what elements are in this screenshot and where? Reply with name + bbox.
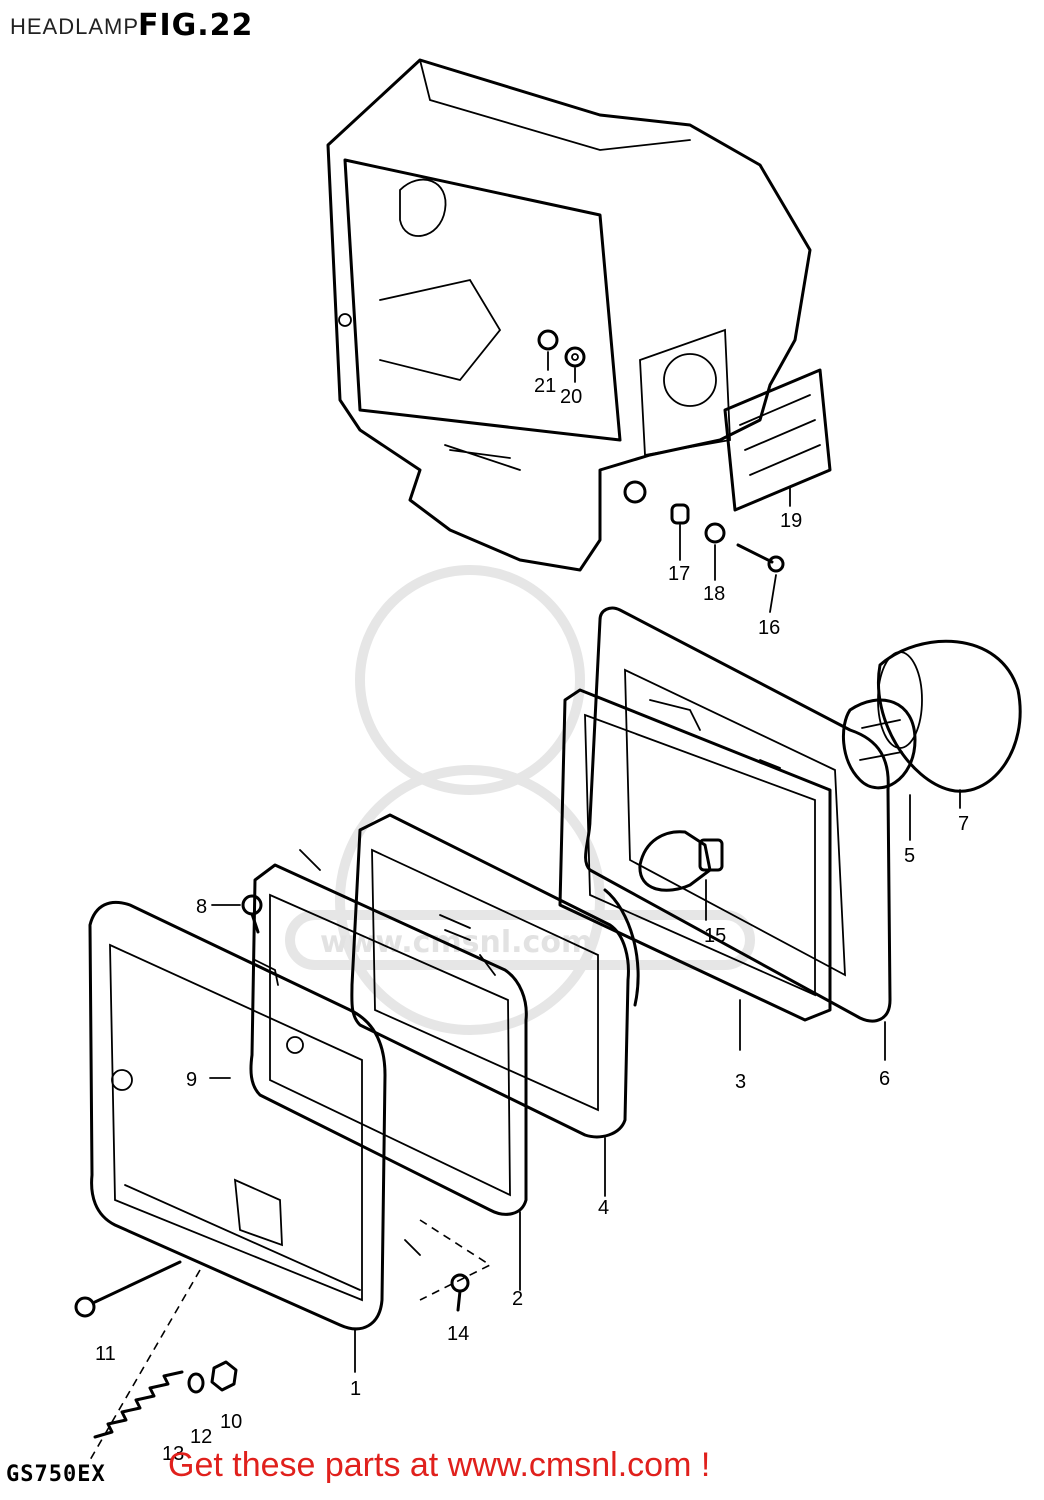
callout-11: 11 <box>95 1343 116 1365</box>
screw-14 <box>450 1273 470 1312</box>
callout-19: 19 <box>780 510 802 532</box>
headlamp-rim-1 <box>88 900 421 1331</box>
callout-8: 8 <box>196 896 207 918</box>
callout-15: 15 <box>704 925 726 947</box>
model-code: GS750EX <box>6 1462 106 1487</box>
callout-3: 3 <box>735 1071 746 1093</box>
nut-10 <box>210 1360 238 1392</box>
washer-18 <box>704 522 726 544</box>
callout-14: 14 <box>447 1323 469 1345</box>
callout-9: 9 <box>186 1069 197 1091</box>
socket-5 <box>841 698 917 790</box>
washer-20 <box>564 346 586 368</box>
callout-labels: 1 2 3 4 5 6 7 8 9 10 11 12 13 14 15 16 1… <box>95 375 969 1465</box>
spring-13 <box>93 1370 184 1439</box>
callout-18: 18 <box>703 583 725 605</box>
callout-2: 2 <box>512 1288 523 1310</box>
assembly-lines <box>89 1219 492 1461</box>
grommet-17 <box>623 480 690 525</box>
watermark-text: www.cmsnl.com <box>320 925 592 960</box>
figure-number: FIG.22 <box>138 8 254 43</box>
page-title: HEADLAMP <box>10 14 140 39</box>
callout-10: 10 <box>220 1411 242 1433</box>
inner-frame-3 <box>558 688 832 1022</box>
screw-8 <box>241 894 263 934</box>
nut-21 <box>537 329 559 351</box>
callout-17: 17 <box>668 563 690 585</box>
gasket-6 <box>584 606 892 1023</box>
callout-21: 21 <box>534 375 556 397</box>
washer-12 <box>187 1372 205 1394</box>
callout-4: 4 <box>598 1197 609 1219</box>
headlamp-housing <box>326 58 812 572</box>
callout-1: 1 <box>350 1378 361 1400</box>
callout-6: 6 <box>879 1068 890 1090</box>
screw-11 <box>74 1260 182 1318</box>
socket-cover-7 <box>877 639 1022 793</box>
sealed-beam-4 <box>350 813 640 1139</box>
screw-16 <box>736 543 785 573</box>
callout-12: 12 <box>190 1426 212 1448</box>
callout-5: 5 <box>904 845 915 867</box>
reflector-19 <box>723 368 832 512</box>
callout-7: 7 <box>958 813 969 835</box>
callout-13: 13 <box>162 1443 184 1465</box>
promo-link[interactable]: Get these parts at www.cmsnl.com ! <box>168 1446 711 1484</box>
callout-16: 16 <box>758 617 780 639</box>
leader-lines <box>209 351 961 1373</box>
bulb-15 <box>638 830 724 892</box>
callout-20: 20 <box>560 386 582 408</box>
